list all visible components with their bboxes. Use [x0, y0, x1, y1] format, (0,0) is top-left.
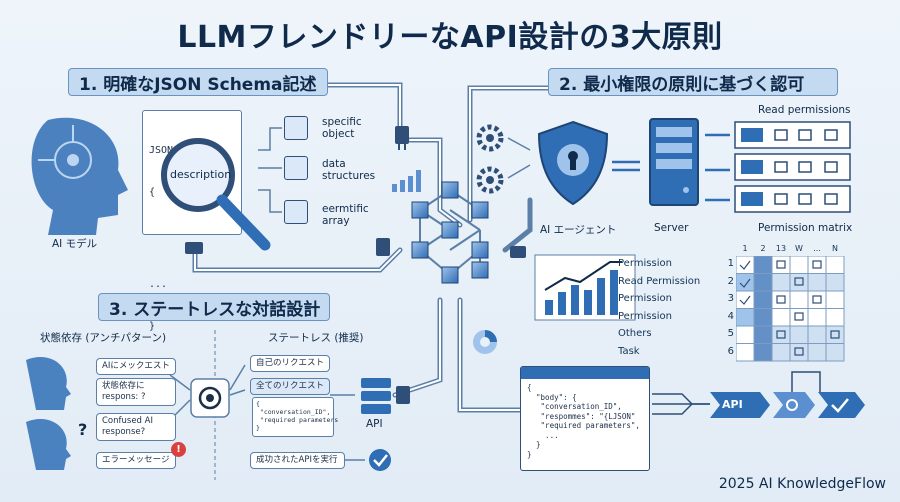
matrix-col-2: 2: [760, 244, 766, 253]
server-label: Server: [654, 222, 689, 234]
schema-item-1: specific object: [322, 116, 362, 140]
mini-bars-icon: [392, 170, 421, 192]
question-mark: ?: [78, 420, 88, 439]
schema-brace-open: {: [149, 187, 156, 198]
anti-bubble-3: Confused AI response?: [96, 413, 176, 441]
network-cubes: [411, 181, 489, 284]
growth-chart-icon: [534, 254, 636, 321]
ai-model-label: AI モデル: [52, 238, 98, 250]
code-window-titlebar: [521, 367, 649, 379]
row-name: Others: [618, 328, 652, 339]
row-num: 5: [727, 328, 734, 339]
shield-lock-icon: [537, 120, 609, 206]
section2-heading: 2. 最小権限の原則に基づく認可: [548, 68, 838, 96]
permission-grid: [736, 256, 845, 362]
row-num: 3: [727, 293, 734, 304]
server-arrows: [612, 133, 730, 202]
schema-arrows: [258, 127, 282, 213]
rec-code-box: { "conversation_ID", "required parameter…: [252, 397, 339, 437]
schema-item-2: data structures: [322, 158, 376, 182]
read-permissions-label: Read permissions: [758, 104, 851, 116]
row-num: 2: [727, 275, 734, 287]
schema-brace-close: }: [149, 321, 156, 332]
schema-item-3: eermtific array: [322, 203, 369, 227]
matrix-row-labels: Permission 1 Read Permission 2 Permission 3…: [618, 258, 734, 363]
plug-icon: [185, 126, 526, 404]
rec-bubble-2: 全てのリクエスト: [250, 378, 330, 395]
section1-heading: 1. 明確なJSON Schema記述: [68, 68, 328, 96]
anti-pattern-label: 状態依存 (アンチパターン): [40, 332, 167, 344]
matrix-row: Others 5: [618, 328, 734, 346]
api-chain: [710, 371, 865, 418]
anti-bubble-4: エラーメッセージ: [96, 452, 176, 469]
api-server-icon: [361, 378, 391, 414]
code-window: { "body": { "conversation_ID", "respomme…: [520, 366, 650, 471]
anti-bubble-2: 状態依存に respons: ?: [96, 378, 176, 406]
user-heads-icon: [26, 357, 71, 470]
row-name: Permission: [618, 310, 672, 322]
code-connectors: [652, 393, 710, 415]
matrix-col-5: ...: [813, 244, 821, 253]
success-bubble: 成功されたAPIを実行: [250, 452, 345, 469]
row-name: Permission: [618, 293, 672, 304]
row-num: 6: [727, 345, 734, 357]
matrix-col-4: W: [795, 244, 803, 253]
matrix-row: Permission 4: [618, 311, 734, 329]
matrix-col-3: 13: [775, 244, 787, 253]
matrix-row: Task 6: [618, 346, 734, 364]
ai-agent-label: AI エージェント: [540, 224, 617, 236]
cube-icon: [284, 116, 308, 140]
footer-credit: 2025 AI KnowledgeFlow: [718, 476, 886, 492]
error-icon: !: [171, 442, 186, 457]
anti-bubble-1: AIにメックエスト: [96, 358, 176, 375]
schema-dots: ...: [149, 279, 168, 290]
check-icon: [369, 449, 391, 471]
magnifier-icon: [161, 138, 271, 251]
rec-code: { "conversation_ID", "required parameter…: [256, 400, 339, 432]
row-name: Permission: [618, 258, 672, 269]
openai-logo-icon: [190, 378, 230, 418]
permission-boxes: [734, 121, 851, 213]
api-label-right: API: [722, 398, 743, 411]
ai-head-icon: [31, 117, 128, 235]
permission-matrix-label: Permission matrix: [758, 222, 853, 234]
row-name: Read Permission: [618, 275, 701, 287]
row-num: 1: [727, 258, 734, 269]
page-title: LLMフレンドリーなAPI設計の3大原則: [177, 20, 723, 55]
server-icon: [649, 118, 699, 206]
array-icon: [284, 200, 308, 224]
pie-icon: [473, 330, 497, 354]
matrix-row: Permission 1: [618, 258, 734, 276]
gear-icon: [476, 124, 504, 194]
matrix-col-1: 1: [742, 244, 748, 253]
row-num: 4: [727, 310, 734, 322]
matrix-row: Read Permission 2: [618, 276, 734, 294]
matrix-row: Permission 3: [618, 293, 734, 311]
row-name: Task: [618, 345, 640, 357]
code-window-content: { "body": { "conversation_ID", "respomme…: [527, 383, 640, 459]
rec-bubble-1: 自己のリクエスト: [250, 355, 330, 372]
recommended-label: ステートレス (推奨): [268, 332, 364, 344]
api-label-left: API: [366, 418, 383, 430]
list-icon: [284, 156, 308, 180]
magnifier-text: description: [170, 168, 232, 181]
section3-heading: 3. ステートレスな対話設計: [98, 293, 330, 321]
matrix-header: 1 2 13 W ... N: [736, 244, 844, 253]
matrix-col-6: N: [832, 244, 838, 253]
